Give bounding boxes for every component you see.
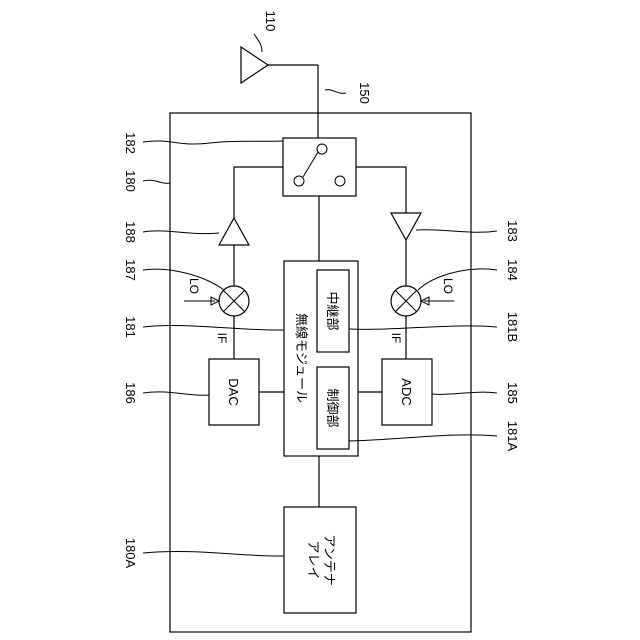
- ref-110: 110: [263, 11, 278, 32]
- ref-182: 182: [123, 132, 138, 154]
- switch-block: [283, 138, 356, 196]
- relay-unit-label: 中継部: [325, 291, 340, 330]
- ref-180: 180: [123, 170, 138, 192]
- lo-tx-label: LO: [187, 278, 201, 294]
- ref-150: 150: [357, 82, 372, 104]
- ref-186: 186: [123, 382, 138, 404]
- radio-module-label: 無線モジュール: [294, 313, 309, 403]
- tx-amp-icon: [219, 218, 249, 245]
- tx-wire: [234, 167, 283, 218]
- ref-181b: 181B: [505, 312, 520, 342]
- if-tx-label: IF: [215, 333, 229, 344]
- rx-amp-icon: [391, 213, 421, 240]
- if-rx-label: IF: [389, 333, 403, 344]
- control-unit-label: 制御部: [325, 388, 340, 427]
- dac-label: DAC: [226, 378, 241, 405]
- array-antenna-label-line2: アンテナ: [322, 534, 337, 585]
- ref-180a: 180A: [123, 538, 138, 569]
- ref-181: 181: [123, 316, 138, 338]
- lo-rx-label: LO: [441, 278, 455, 294]
- ref-183: 183: [505, 220, 520, 242]
- adc-label: ADC: [399, 378, 414, 405]
- ref-185: 185: [505, 382, 520, 404]
- ref-187: 187: [123, 259, 138, 281]
- rx-mixer-icon: [391, 286, 421, 316]
- ref-184: 184: [505, 259, 520, 281]
- rx-wire: [356, 167, 406, 213]
- ref-188: 188: [123, 221, 138, 243]
- tx-mixer-icon: [219, 286, 249, 316]
- ref-181a: 181A: [505, 421, 520, 452]
- array-antenna-label-line1: アレイ: [306, 540, 321, 579]
- antenna-icon: [241, 47, 318, 83]
